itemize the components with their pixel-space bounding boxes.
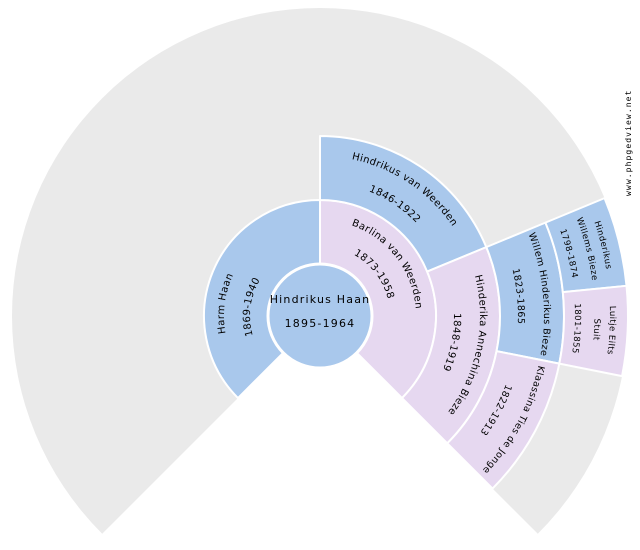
- segment-name-label: Luitje Eilts: [604, 306, 617, 356]
- phpgedview-watermark: www.phpgedview.net: [624, 90, 633, 197]
- center-person-dates: 1895-1964: [285, 317, 356, 330]
- fan-segment-shape[interactable]: [558, 284, 629, 378]
- segment-name-label: Stuit: [590, 318, 601, 341]
- center-person-name: Hindrikus Haan: [270, 293, 371, 306]
- fan-segment-shape[interactable]: [446, 350, 561, 490]
- center-person: Hindrikus Haan 1895-1964: [266, 262, 374, 370]
- segment-dates-label: 1801-1855: [569, 303, 582, 354]
- center-person-disc[interactable]: [266, 262, 374, 370]
